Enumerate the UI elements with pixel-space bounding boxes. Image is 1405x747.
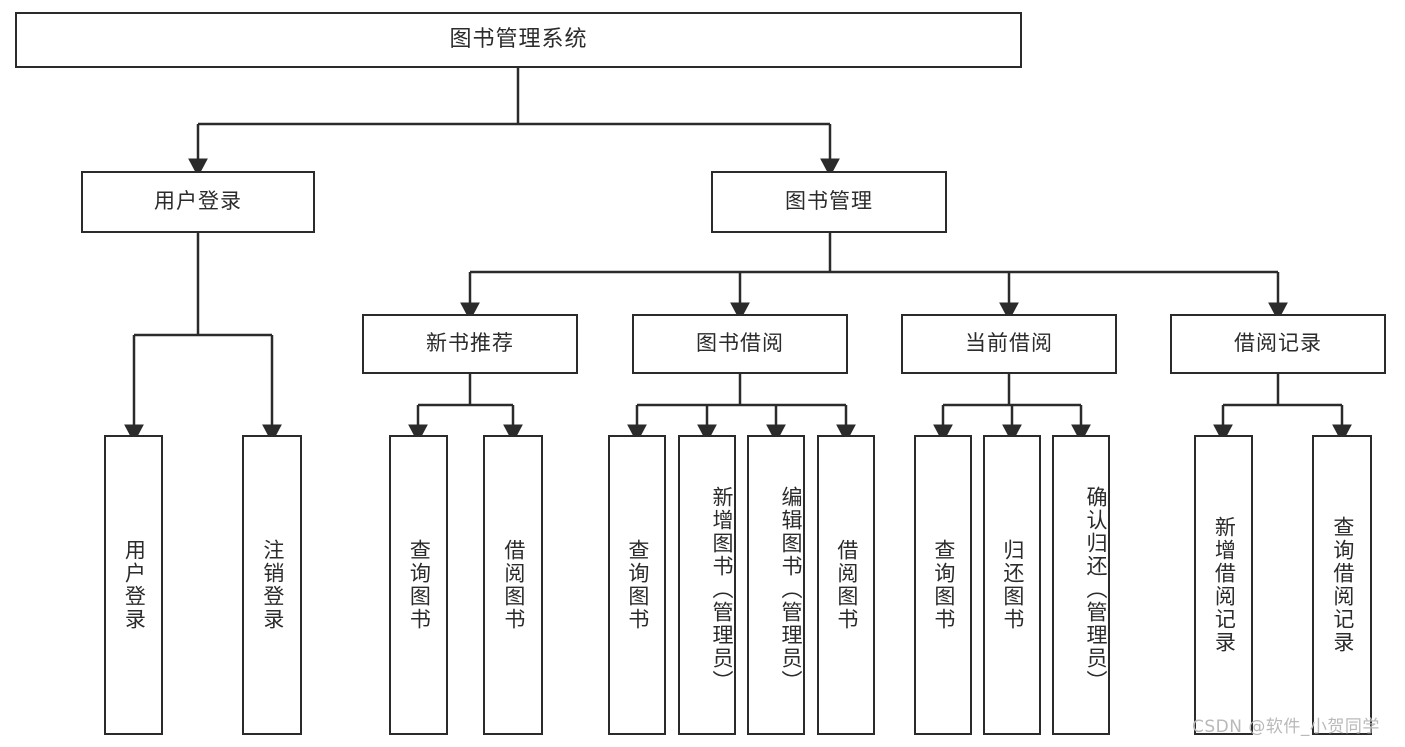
leaf-borrow-book[interactable]: 借阅图书 bbox=[817, 435, 875, 735]
node-book-borrow[interactable]: 图书借阅 bbox=[632, 314, 848, 374]
leaf-logout[interactable]: 注销登录 bbox=[242, 435, 302, 735]
leaf-return-book[interactable]: 归还图书 bbox=[983, 435, 1041, 735]
node-user-login[interactable]: 用户登录 bbox=[81, 171, 315, 233]
node-current-borrow[interactable]: 当前借阅 bbox=[901, 314, 1117, 374]
leaf-add-borrow-record[interactable]: 新增借阅记录 bbox=[1194, 435, 1253, 735]
leaf-query-book-new[interactable]: 查询图书 bbox=[389, 435, 448, 735]
node-book-management[interactable]: 图书管理 bbox=[711, 171, 947, 233]
leaf-query-book-borrow[interactable]: 查询图书 bbox=[608, 435, 666, 735]
node-new-book-recommend[interactable]: 新书推荐 bbox=[362, 314, 578, 374]
leaf-edit-book-admin[interactable]: 编辑图书（管理员） bbox=[747, 435, 805, 735]
leaf-add-book-admin[interactable]: 新增图书（管理员） bbox=[678, 435, 736, 735]
node-borrow-record[interactable]: 借阅记录 bbox=[1170, 314, 1386, 374]
leaf-query-borrow-record[interactable]: 查询借阅记录 bbox=[1312, 435, 1372, 735]
leaf-confirm-return-admin[interactable]: 确认归还（管理员） bbox=[1052, 435, 1110, 735]
leaf-user-login[interactable]: 用户登录 bbox=[104, 435, 163, 735]
csdn-watermark: CSDN @软件_小贺同学 bbox=[1192, 717, 1380, 737]
node-root-system[interactable]: 图书管理系统 bbox=[15, 12, 1022, 68]
leaf-borrow-book-new[interactable]: 借阅图书 bbox=[483, 435, 543, 735]
leaf-query-book-current[interactable]: 查询图书 bbox=[914, 435, 972, 735]
